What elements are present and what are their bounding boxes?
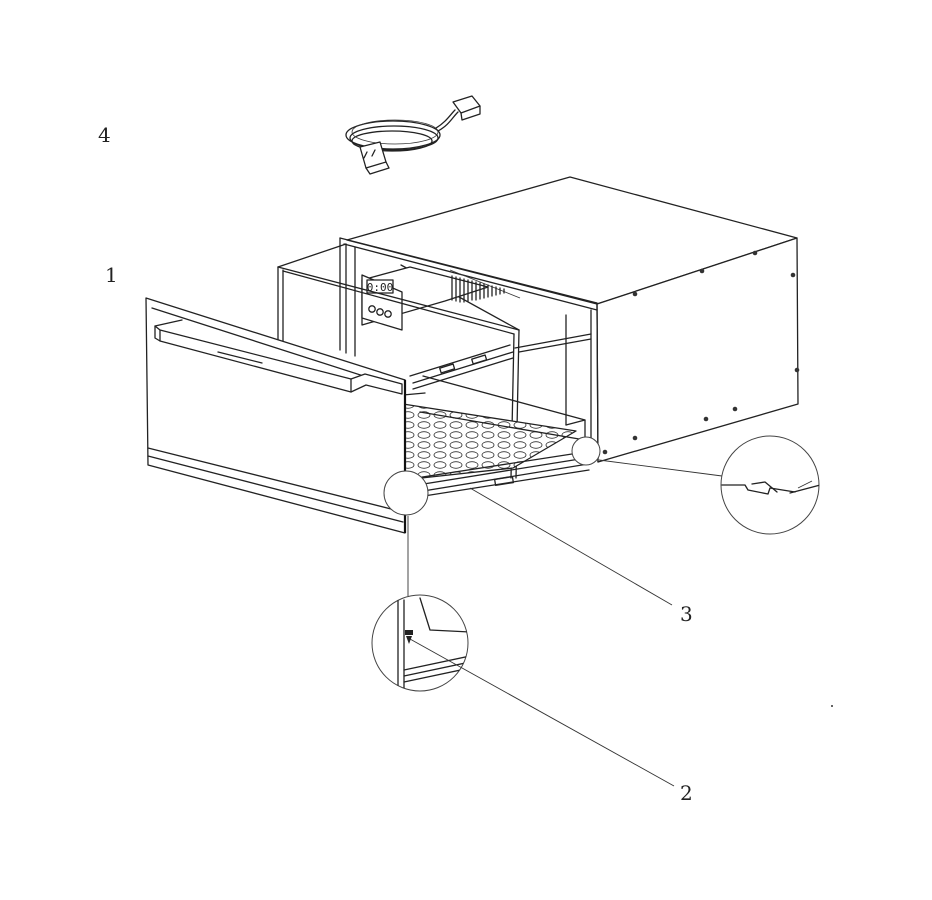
control-button <box>376 308 384 316</box>
drawer-rack <box>401 375 590 500</box>
leader-line-2 <box>409 638 675 787</box>
control-module: 0:00 <box>361 266 505 331</box>
control-button <box>368 305 376 313</box>
callout-2: 2 <box>680 781 693 805</box>
screw-fastener <box>405 630 413 644</box>
cabinet-housing <box>277 176 800 463</box>
drawer-handle <box>154 319 403 395</box>
power-cord <box>345 95 481 175</box>
control-button <box>384 310 392 318</box>
ventilation-grille <box>451 275 505 303</box>
leader-line-3 <box>469 487 673 606</box>
callout-3: 3 <box>680 602 693 626</box>
callout-4: 4 <box>98 123 111 147</box>
telescopic-rail <box>409 344 514 390</box>
drawer-front-panel <box>145 297 407 534</box>
display-readout: 0:00 <box>367 281 394 294</box>
detail-magnifier-right <box>571 435 820 535</box>
detail-magnifier-bottom <box>371 470 469 692</box>
callout-1: 1 <box>105 263 118 287</box>
